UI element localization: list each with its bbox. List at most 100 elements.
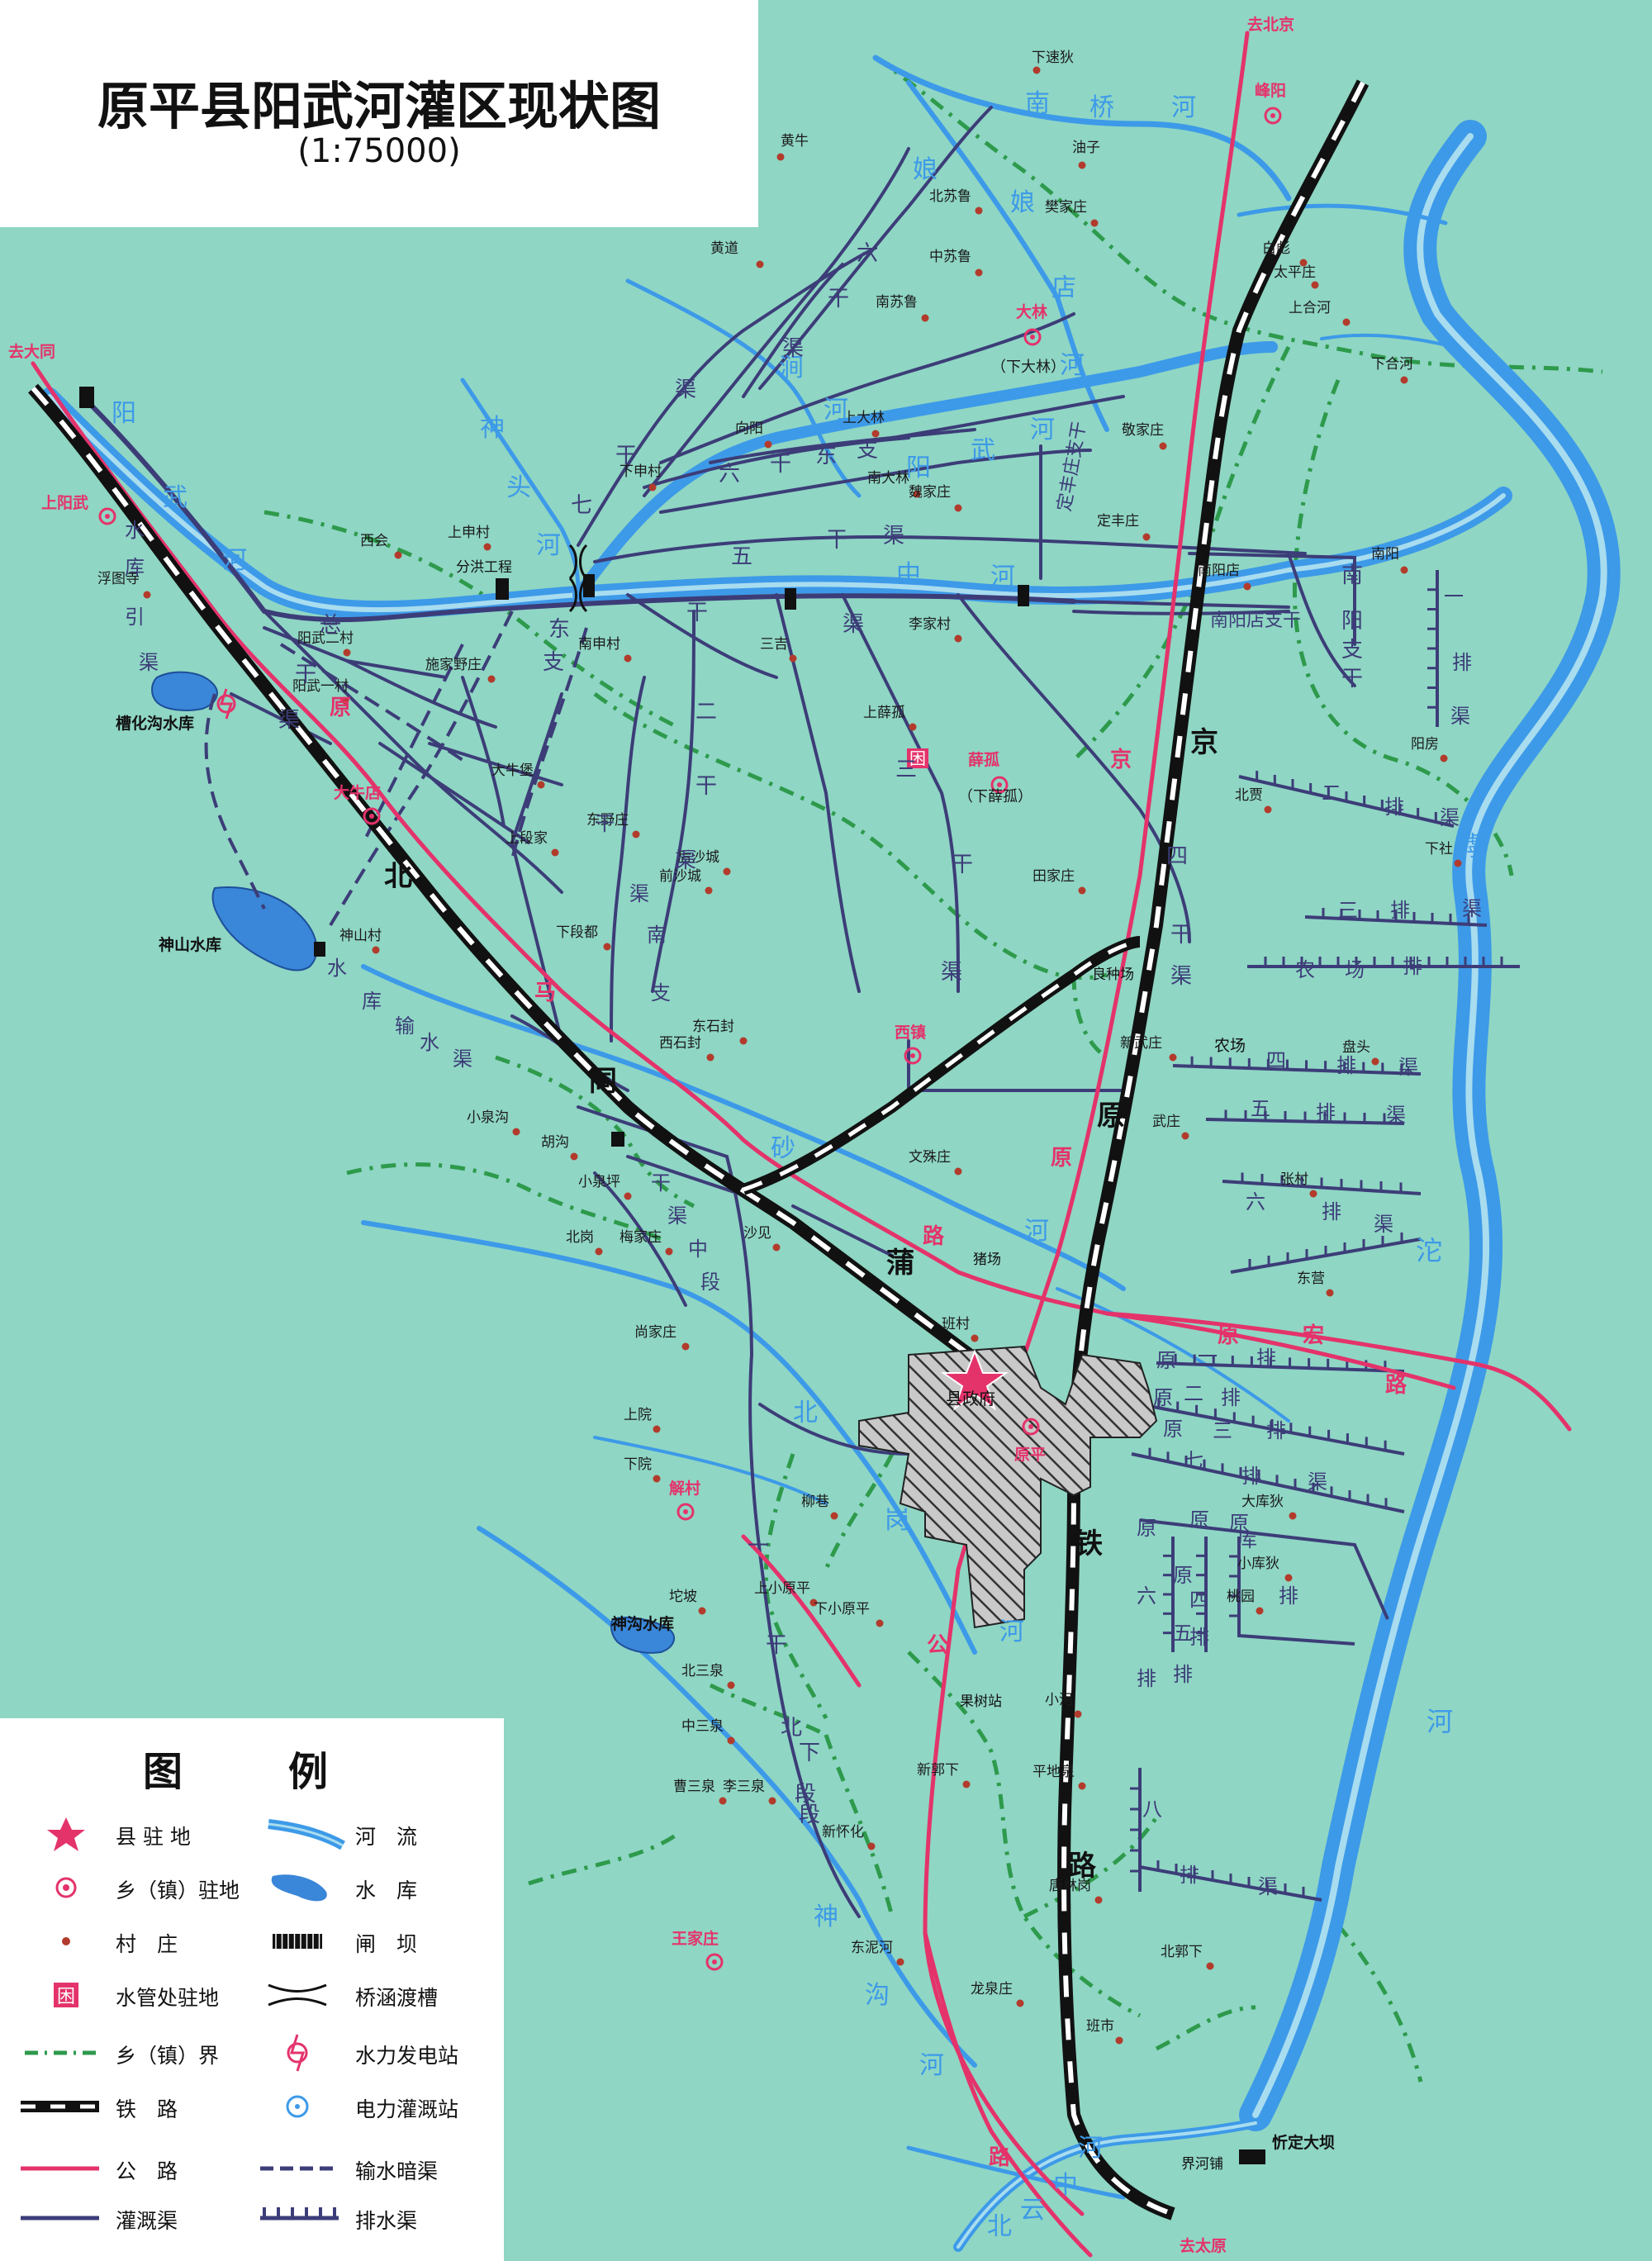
legend-label-boundary: 乡（镇）界 bbox=[116, 2044, 220, 2068]
village-label: 龙泉庄 bbox=[971, 1981, 1013, 1997]
shengou-reservoir bbox=[610, 1617, 676, 1654]
legend-symbol-river bbox=[268, 1819, 345, 1850]
canal-label-ergan: 渠 bbox=[675, 848, 696, 873]
drain-label-2: 二 bbox=[1322, 781, 1341, 805]
river-label-yunzhong: 中 bbox=[1053, 2171, 1078, 2200]
township-label-xizhen: 西镇 bbox=[895, 1023, 926, 1042]
village-dot bbox=[719, 1797, 727, 1805]
drain-label-yuan2: 排 bbox=[1221, 1386, 1241, 1409]
legend-symbol-township_seat bbox=[55, 1877, 77, 1898]
village-label: 向阳 bbox=[735, 420, 763, 437]
seed-farm-label: 良种场 bbox=[1092, 967, 1134, 983]
drain-label-6: 渠 bbox=[1374, 1213, 1393, 1236]
legend-label-hydropower: 水力发电站 bbox=[355, 2044, 459, 2068]
drain-label-1: 渠 bbox=[1450, 705, 1470, 728]
village-label: 新怀化 bbox=[822, 1824, 864, 1841]
drain-label-yuan1: 排 bbox=[1256, 1347, 1276, 1370]
village-label: 阳房 bbox=[1411, 736, 1439, 753]
canal-label-wugan: 渠 bbox=[883, 524, 904, 549]
road-label-jingyuan: 京 bbox=[1110, 747, 1132, 772]
village-dot bbox=[1311, 281, 1319, 289]
canal-label-nanyangdian: 南阳店支干 bbox=[1210, 610, 1301, 631]
river-label-yangwu-mid: 武 bbox=[971, 436, 995, 465]
village-dot bbox=[143, 591, 151, 599]
village-dot bbox=[341, 696, 349, 705]
village-dot bbox=[975, 207, 983, 215]
title-panel bbox=[0, 0, 758, 227]
drain-label-6: 六 bbox=[1246, 1190, 1265, 1214]
village-dot bbox=[681, 1342, 690, 1351]
river-label-yangwu: 阳 bbox=[112, 399, 136, 428]
village-label: 小泉沟 bbox=[467, 1109, 509, 1126]
village-dot bbox=[1016, 1999, 1024, 2007]
river-label-shentou: 神 bbox=[480, 414, 505, 443]
village-dot bbox=[1289, 1512, 1297, 1520]
canal-label-sigan: 渠 bbox=[1170, 964, 1192, 989]
caohua-reservoir bbox=[151, 671, 218, 711]
village-label: 南申村 bbox=[578, 636, 620, 653]
township-seat-marker bbox=[1264, 107, 1282, 125]
village-label: 敬家庄 bbox=[1122, 422, 1164, 439]
township-label-yuanping: 原平 bbox=[1014, 1446, 1046, 1464]
village-dot bbox=[772, 1243, 781, 1252]
drainage-ticks bbox=[1130, 588, 1503, 1897]
drain-label-yuan3: 三 bbox=[1213, 1419, 1232, 1442]
village-dot bbox=[1115, 2036, 1123, 2045]
drain-label-1: 一 bbox=[1444, 585, 1464, 608]
village-dot bbox=[921, 314, 929, 322]
village-label: 柳巷 bbox=[801, 1494, 829, 1510]
village-label: 下院 bbox=[624, 1456, 652, 1473]
legend-label-sluice: 闸 坝 bbox=[355, 1932, 418, 1956]
township-sublabel: （下大林） bbox=[991, 359, 1066, 376]
legend-label-irrigation_canal: 灌溉渠 bbox=[116, 2209, 178, 2233]
hydropower-stations bbox=[216, 688, 236, 720]
village-label: 油子 bbox=[1072, 140, 1100, 156]
road-label-yuanhong: 路 bbox=[1385, 1372, 1408, 1398]
drain-label-yuan1: 一 bbox=[1198, 1345, 1218, 1368]
drain-label-3: 三 bbox=[1338, 899, 1358, 922]
sha-river bbox=[361, 964, 1126, 1291]
village-dot bbox=[1299, 259, 1308, 267]
village-label: 新武庄 bbox=[1120, 1035, 1162, 1052]
legend-label-pump_station: 电力灌溉站 bbox=[355, 2097, 459, 2121]
village-dot bbox=[789, 654, 797, 663]
village-label: 下申村 bbox=[620, 463, 662, 480]
township-label-xiexiao: 薛孤 bbox=[968, 750, 999, 769]
village-dot bbox=[698, 1607, 706, 1615]
canal-label-zonggan: 总 bbox=[320, 613, 341, 638]
canal-label-yigan: 渠 bbox=[278, 708, 300, 733]
nanqiao-river bbox=[872, 55, 1292, 202]
village-dot bbox=[739, 1037, 748, 1045]
village-label: 南苏鲁 bbox=[876, 294, 918, 311]
farm-label: 农场 bbox=[1214, 1037, 1246, 1055]
orchard-station-label: 果树站 bbox=[960, 1693, 1002, 1710]
legend-label-township_seat: 乡（镇）驻地 bbox=[116, 1879, 240, 1902]
village-label: 胡沟 bbox=[541, 1134, 569, 1151]
river-label-nanqiao: 河 bbox=[1171, 93, 1196, 122]
village-dot bbox=[343, 648, 351, 657]
drain-label-nongchang: 排 bbox=[1403, 955, 1422, 978]
village-dot bbox=[603, 943, 611, 951]
drain-label-7: 渠 bbox=[1308, 1470, 1327, 1494]
drain-label-4: 排 bbox=[1336, 1054, 1356, 1077]
river-label-jian: 涧 bbox=[779, 354, 804, 382]
village-label: 尚家庄 bbox=[634, 1324, 676, 1341]
village-dot bbox=[1206, 1962, 1214, 1970]
canal-label-sangan: 三 bbox=[895, 758, 917, 782]
map-labels: 下速狄黄牛油子北苏鲁樊家庄黄道中苏鲁白彪太平庄南苏鲁上合河下合河向阳上大林敬家庄… bbox=[8, 15, 1483, 2255]
village-dot bbox=[1159, 442, 1167, 450]
drain-label-1: 排 bbox=[1452, 651, 1472, 674]
village-label: 新郭下 bbox=[917, 1762, 959, 1779]
village-label: 张村 bbox=[1280, 1171, 1308, 1188]
canal-label-wugan: 干 bbox=[826, 528, 847, 553]
county-gov-label: 县政府 bbox=[946, 1389, 995, 1408]
canal-label-ergan: 干 bbox=[695, 774, 717, 799]
canal-label-yigan-beiduan: 北 bbox=[781, 1716, 802, 1741]
canal-label-liugan-dongzhi: 干 bbox=[770, 452, 791, 477]
village-dot bbox=[595, 1247, 603, 1256]
legend-symbol-aqueduct bbox=[268, 1983, 327, 2007]
township-label-yangwu: 上阳武 bbox=[41, 494, 88, 512]
canal-label-reservoir-outflow: 水 bbox=[420, 1031, 439, 1054]
village-dot bbox=[1074, 1710, 1082, 1718]
svg-text:困: 困 bbox=[57, 1987, 75, 2007]
